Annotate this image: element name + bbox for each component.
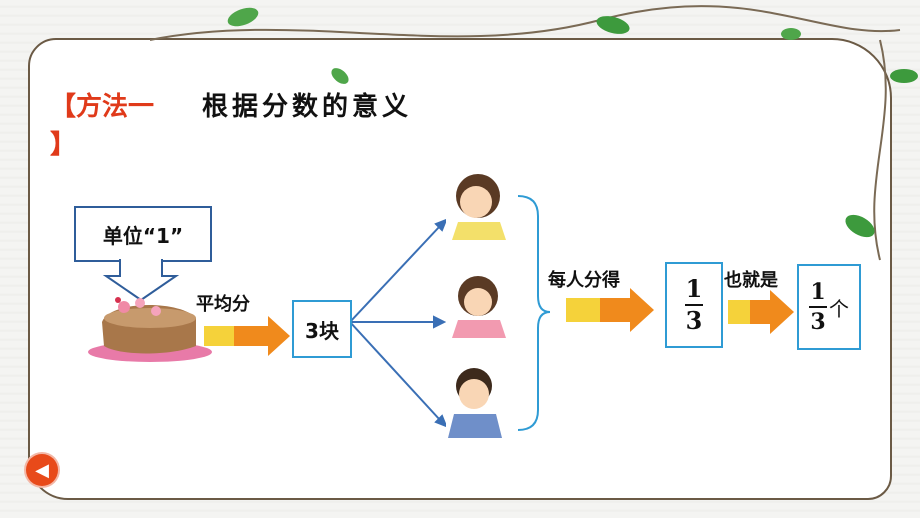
label-each-gets: 每人分得 (548, 270, 620, 291)
fraction-denominator: 3 (685, 306, 703, 335)
girl-icon (446, 170, 510, 240)
girl-icon (446, 272, 510, 338)
fraction-bar (685, 304, 703, 306)
label-that-is: 也就是 (724, 270, 778, 291)
unit-one-text: 单位“1” (102, 223, 184, 248)
arrow-each-gets (566, 288, 654, 332)
page-title: 根据分数的意义 (202, 92, 413, 122)
branch-arrows (349, 218, 448, 428)
arrow-that-is (728, 290, 794, 334)
fraction-box-one-third-unit: 1 3 个 (797, 264, 861, 350)
cake-icon (88, 297, 212, 362)
fraction-numerator: 1 (810, 279, 826, 305)
boy-icon (446, 364, 506, 438)
bracket-open: 【 (50, 92, 77, 122)
method-title: 【方法一 (50, 86, 154, 123)
back-button[interactable]: ◀ (26, 454, 58, 486)
back-arrow-icon: ◀ (35, 459, 49, 481)
method-label: 方法一 (76, 92, 155, 122)
fraction-numerator: 1 (685, 274, 703, 303)
arrow-average (204, 316, 290, 356)
fraction-denominator: 3 (810, 309, 826, 335)
label-average: 平均分 (196, 294, 250, 315)
bracket-close: 】 (50, 130, 77, 160)
fraction-bar (809, 306, 827, 308)
fraction-unit: 个 (829, 296, 849, 321)
callout-arrow (102, 259, 180, 302)
pieces-box: 3块 (292, 300, 352, 358)
grouping-brace (517, 195, 551, 431)
fraction-box-one-third: 1 3 (665, 262, 723, 348)
pieces-text: 3块 (305, 318, 339, 343)
unit-one-callout: 单位“1” (74, 206, 212, 262)
